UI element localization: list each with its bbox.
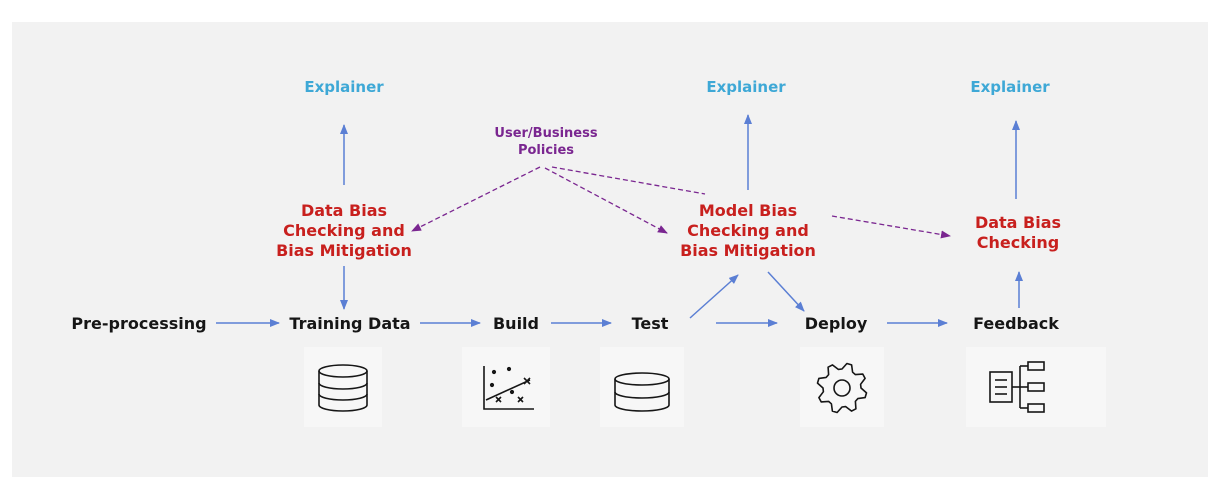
arrow-test-to-model-bias	[689, 274, 739, 319]
model-bias-checking-mitigation-label: Model Bias Checking and Bias Mitigation	[680, 201, 816, 260]
step-training-data: Training Data	[289, 314, 411, 333]
gear-icon	[816, 362, 868, 414]
icon-backdrop	[600, 347, 684, 427]
database-icon	[614, 372, 670, 412]
data-bias-checking-mitigation-label: Data Bias Checking and Bias Mitigation	[276, 201, 412, 260]
arrow-model-bias-to-deploy	[767, 271, 805, 312]
icon-backdrop	[800, 347, 884, 427]
policy-arrow-to-model-bias-edge	[551, 166, 706, 195]
database-icon	[318, 364, 368, 412]
icon-backdrop	[462, 347, 550, 427]
policy-arrow-to-data-check	[831, 215, 951, 239]
user-business-policies-label: User/Business Policies	[494, 126, 598, 158]
step-build: Build	[492, 314, 539, 333]
step-deploy: Deploy	[804, 314, 868, 333]
data-bias-checking-label: Data Bias Checking	[974, 213, 1062, 252]
policy-arrow-to-model-bias	[544, 167, 668, 234]
explainer-label-middle: Explainer	[706, 78, 786, 96]
icon-backdrop	[304, 347, 382, 427]
step-feedback: Feedback	[973, 314, 1059, 333]
policy-arrow-to-data-bias	[411, 166, 541, 232]
step-test: Test	[631, 314, 669, 333]
flowchart-icon	[989, 361, 1045, 413]
step-preprocessing: Pre-processing	[71, 314, 207, 333]
scatter-plot-icon	[483, 366, 534, 410]
explainer-label-right: Explainer	[970, 78, 1050, 96]
explainer-label-left: Explainer	[304, 78, 384, 96]
